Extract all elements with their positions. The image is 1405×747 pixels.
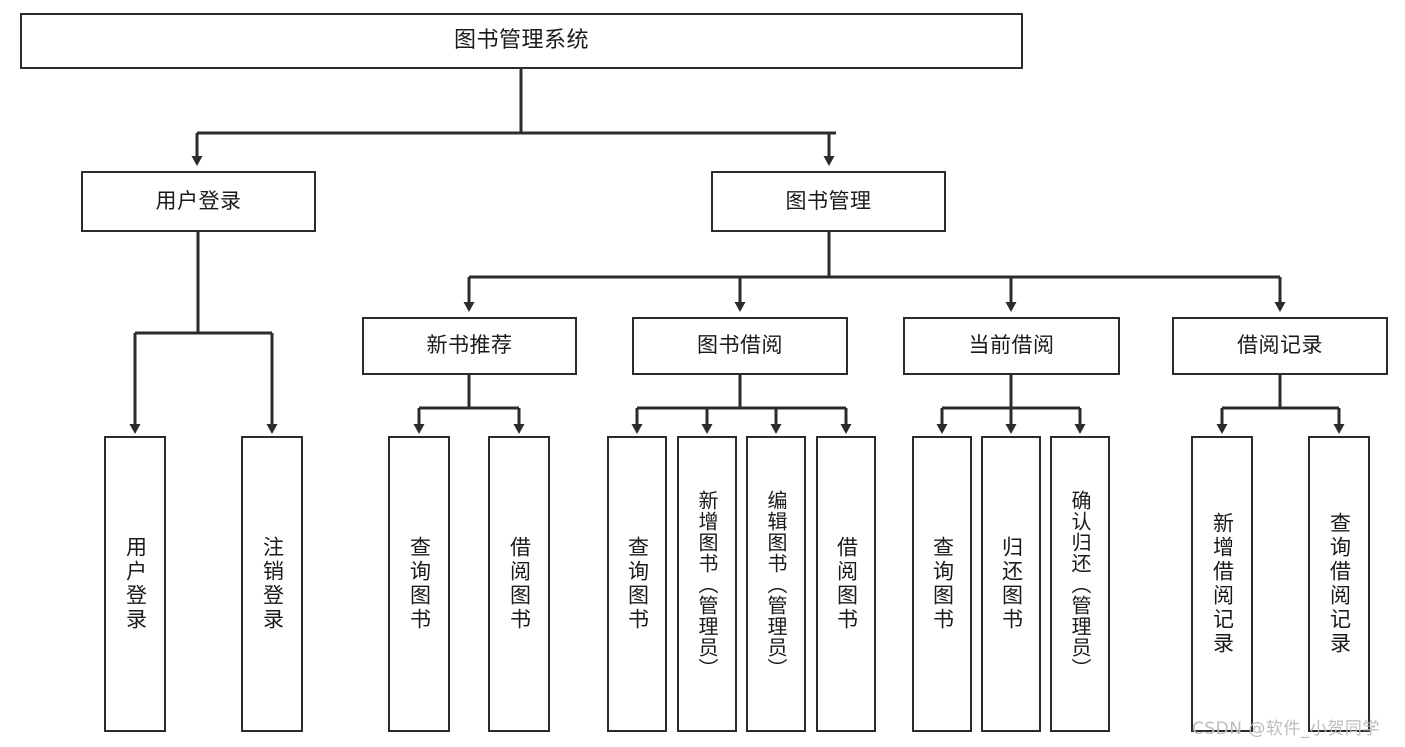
- node-label: 借阅图书: [507, 536, 532, 632]
- node-label: 编辑图书（管理员）: [764, 489, 788, 679]
- node-label: 图书管理: [785, 188, 872, 213]
- leaf-query-book-recommend[interactable]: 查询图书: [388, 436, 450, 732]
- node-label: 查询图书: [407, 536, 432, 632]
- node-borrow-record[interactable]: 借阅记录: [1172, 317, 1388, 375]
- node-root-book-management-system[interactable]: 图书管理系统: [20, 13, 1023, 69]
- leaf-confirm-return-admin[interactable]: 确认归还（管理员）: [1050, 436, 1110, 732]
- leaf-add-borrow-record[interactable]: 新增借阅记录: [1191, 436, 1253, 732]
- node-label: 查询借阅记录: [1327, 512, 1352, 656]
- leaf-query-borrow-record[interactable]: 查询借阅记录: [1308, 436, 1370, 732]
- csdn-watermark: CSDN @软件_小贺同学: [1192, 719, 1380, 739]
- node-label: 新增借阅记录: [1210, 512, 1235, 656]
- node-label: 用户登录: [123, 536, 148, 632]
- node-label: 当前借阅: [968, 333, 1055, 358]
- leaf-add-book-admin[interactable]: 新增图书（管理员）: [677, 436, 737, 732]
- node-label: 确认归还（管理员）: [1068, 489, 1092, 679]
- node-label: 注销登录: [260, 536, 285, 632]
- node-label: 借阅记录: [1237, 333, 1323, 358]
- leaf-user-login[interactable]: 用户登录: [104, 436, 166, 732]
- leaf-borrow-book-recommend[interactable]: 借阅图书: [488, 436, 550, 732]
- leaf-borrow-book[interactable]: 借阅图书: [816, 436, 876, 732]
- node-label: 归还图书: [999, 536, 1024, 632]
- node-label: 新增图书（管理员）: [695, 489, 719, 679]
- node-label: 用户登录: [155, 188, 242, 213]
- node-current-borrow[interactable]: 当前借阅: [903, 317, 1120, 375]
- leaf-logout[interactable]: 注销登录: [241, 436, 303, 732]
- leaf-edit-book-admin[interactable]: 编辑图书（管理员）: [746, 436, 806, 732]
- leaf-return-book[interactable]: 归还图书: [981, 436, 1041, 732]
- node-new-book-recommend[interactable]: 新书推荐: [362, 317, 577, 375]
- leaf-query-book-borrow[interactable]: 查询图书: [607, 436, 667, 732]
- leaf-query-book-current[interactable]: 查询图书: [912, 436, 972, 732]
- node-label: 新书推荐: [426, 333, 513, 358]
- node-label: 借阅图书: [834, 536, 859, 632]
- node-label: 查询图书: [625, 536, 650, 632]
- node-book-management[interactable]: 图书管理: [711, 171, 946, 232]
- node-label: 图书管理系统: [453, 27, 589, 53]
- node-label: 图书借阅: [697, 333, 783, 358]
- node-label: 查询图书: [930, 536, 955, 632]
- node-user-login[interactable]: 用户登录: [81, 171, 316, 232]
- node-book-borrow[interactable]: 图书借阅: [632, 317, 848, 375]
